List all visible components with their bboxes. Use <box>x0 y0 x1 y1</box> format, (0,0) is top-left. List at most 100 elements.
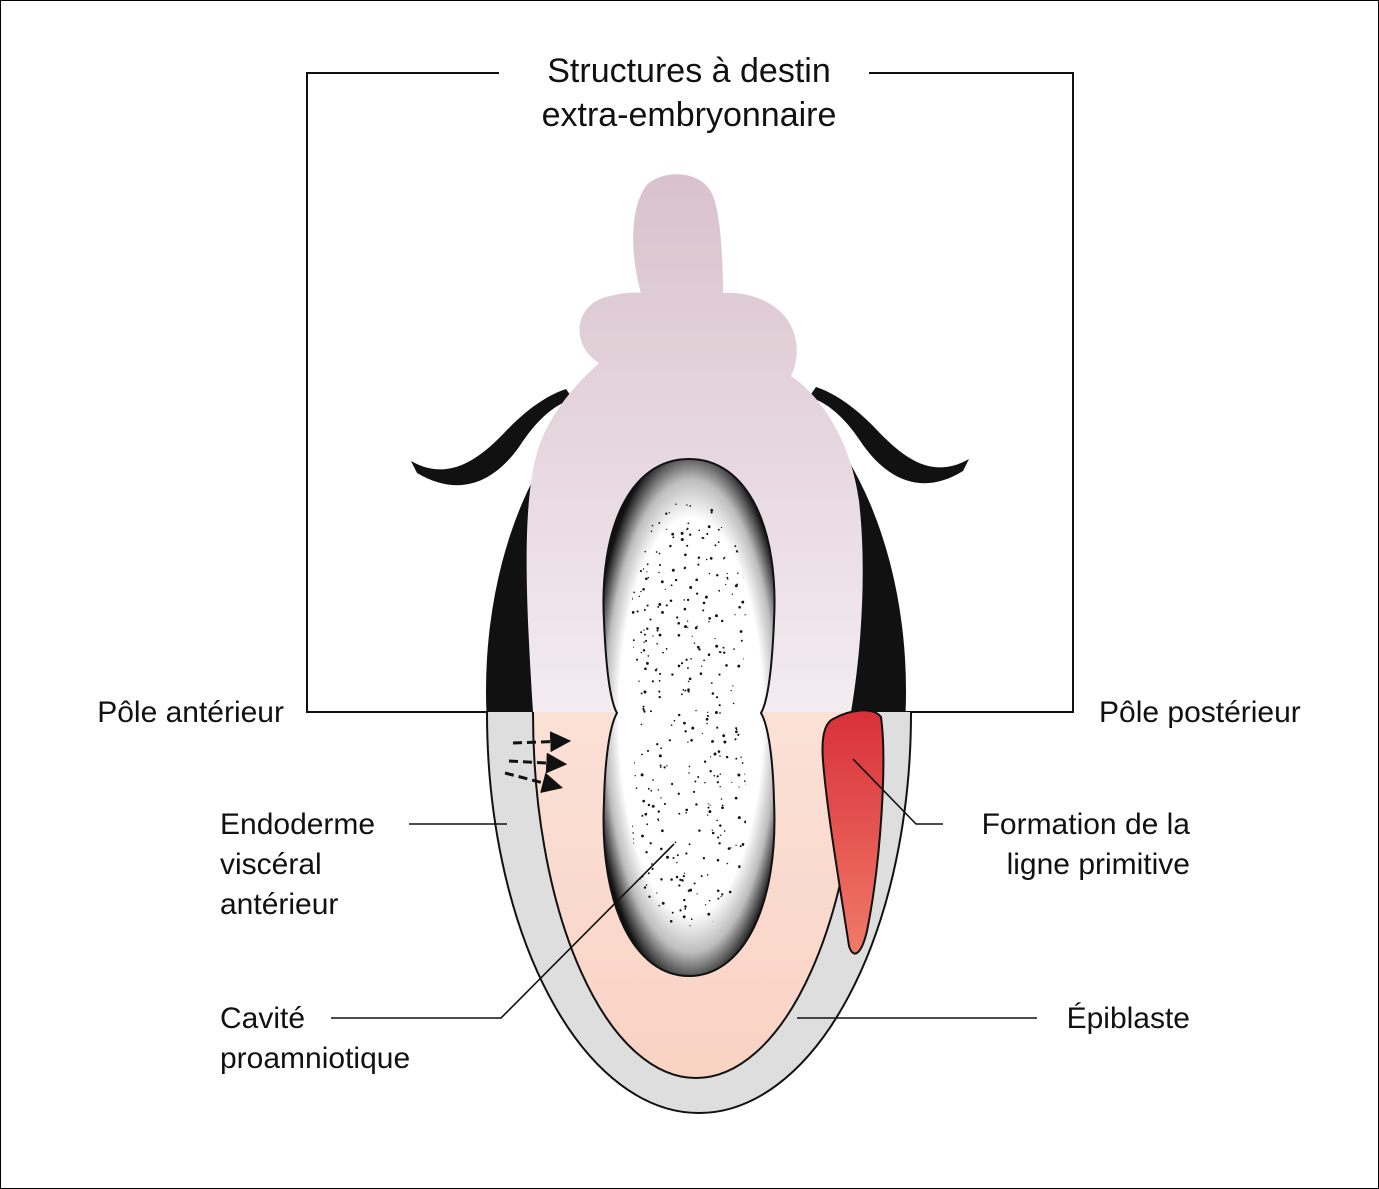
cavity-speckle <box>658 571 660 574</box>
cavity-speckle <box>719 755 721 757</box>
cavity-speckle <box>716 726 719 729</box>
cavity-speckle <box>671 568 675 572</box>
streak-label-line-2: ligne primitive <box>1007 848 1190 881</box>
cavity-speckle <box>688 843 691 846</box>
cavity-speckle <box>680 538 684 541</box>
cavity-speckle <box>644 550 647 553</box>
cavity-speckle <box>698 529 701 532</box>
cavity-speckle <box>656 668 658 670</box>
cavity-speckle <box>710 682 713 684</box>
cavity-speckle <box>647 803 651 807</box>
cavity-speckle <box>660 580 664 584</box>
cavity-speckle <box>711 831 715 835</box>
cavity-speckle <box>716 775 719 778</box>
cavity-speckle <box>668 739 672 742</box>
cavity-speckle <box>714 637 716 640</box>
cavity-speckle <box>716 858 720 862</box>
cavity-speckle <box>659 672 662 675</box>
cavity-speckle <box>738 605 741 609</box>
cavity-speckle <box>655 551 658 553</box>
title-line-1: Structures à destin <box>547 52 830 90</box>
cavity-speckle <box>720 526 723 529</box>
cavity-speckle <box>731 781 733 784</box>
cavity-speckle <box>740 639 743 642</box>
cavity-speckle <box>671 673 674 676</box>
cavity-speckle <box>679 909 682 912</box>
cavity-speckle <box>713 774 716 777</box>
cavity-speckle <box>643 886 647 889</box>
cavity-speckle <box>651 867 654 871</box>
cavity-speckle <box>660 747 662 750</box>
cavity-speckle <box>675 875 679 879</box>
cavity-speckle <box>672 856 675 860</box>
cavity-speckle <box>735 757 738 760</box>
cavity-speckle <box>704 904 707 906</box>
epiblast-label: Épiblaste <box>1067 1002 1190 1035</box>
cavity-speckle <box>723 740 727 744</box>
cavity-speckle <box>661 610 664 614</box>
cavity-speckle <box>650 530 653 533</box>
cavity-speckle <box>668 512 670 514</box>
cavity-speckle <box>666 765 668 767</box>
cavity-speckle <box>649 842 652 845</box>
cavity-speckle <box>675 503 677 505</box>
cavity-speckle <box>696 625 698 628</box>
cavity-speckle <box>661 901 665 905</box>
cavity-speckle <box>728 890 732 894</box>
cavity-speckle <box>686 598 690 602</box>
cavity-speckle <box>685 811 688 814</box>
cavity-speckle <box>641 753 643 756</box>
cavity-speckle <box>643 710 646 713</box>
cavity-speckle <box>658 695 661 699</box>
cavity-speckle <box>685 852 688 855</box>
cavity-speckle <box>704 595 708 599</box>
cavity-speckle <box>663 766 666 769</box>
ave-label-line-2: viscéral <box>220 848 322 881</box>
cavity-speckle <box>700 875 703 878</box>
cavity-speckle <box>715 696 719 699</box>
cavity-speckle <box>738 865 741 869</box>
cavity-speckle <box>721 619 724 623</box>
cavity-speckle <box>643 690 645 692</box>
cavity-speckle <box>696 893 698 895</box>
cavity-speckle <box>665 512 668 515</box>
cavity-speckle <box>694 780 697 783</box>
cavity-speckle <box>714 544 717 547</box>
cavity-speckle <box>689 533 692 536</box>
cavity-speckle <box>656 629 659 632</box>
cavity-speckle <box>658 602 662 606</box>
cavity-speckle <box>735 728 738 731</box>
cavity-speckle <box>682 689 685 691</box>
cavity-speckle <box>663 802 666 805</box>
cavity-speckle <box>660 797 662 799</box>
cavity-speckle <box>701 536 704 539</box>
cavity-speckle <box>726 572 728 575</box>
anterior-pole-label: Pôle antérieur <box>97 696 284 729</box>
cavity-speckle <box>661 829 664 833</box>
cavity-speckle <box>702 857 706 860</box>
cavity-speckle <box>703 659 705 662</box>
cavity-speckle <box>693 790 696 793</box>
cavity-speckle <box>723 556 726 559</box>
cavity-speckle <box>687 688 690 692</box>
cavity-speckle <box>689 925 691 927</box>
cavity-speckle <box>739 845 742 848</box>
cavity-speckle <box>721 804 724 807</box>
ave-label-line-3: antérieur <box>220 888 338 921</box>
cavity-speckle <box>644 667 647 671</box>
cavity-speckle <box>641 814 644 817</box>
cavity-speckle <box>687 626 689 628</box>
posterior-pole-label: Pôle postérieur <box>1099 696 1301 729</box>
cavity-speckle <box>695 803 698 806</box>
cavity-speckle <box>645 639 648 642</box>
cavity-speckle <box>685 658 688 661</box>
cavity-speckle <box>643 641 645 643</box>
cavity-speckle <box>726 862 729 865</box>
cavity-speckle <box>737 773 741 777</box>
cavity-speckle <box>727 847 731 850</box>
cavity-speckle <box>632 639 635 642</box>
cavity-speckle <box>737 572 739 574</box>
cavity-speckle <box>650 710 652 713</box>
cavity-speckle <box>638 595 641 598</box>
